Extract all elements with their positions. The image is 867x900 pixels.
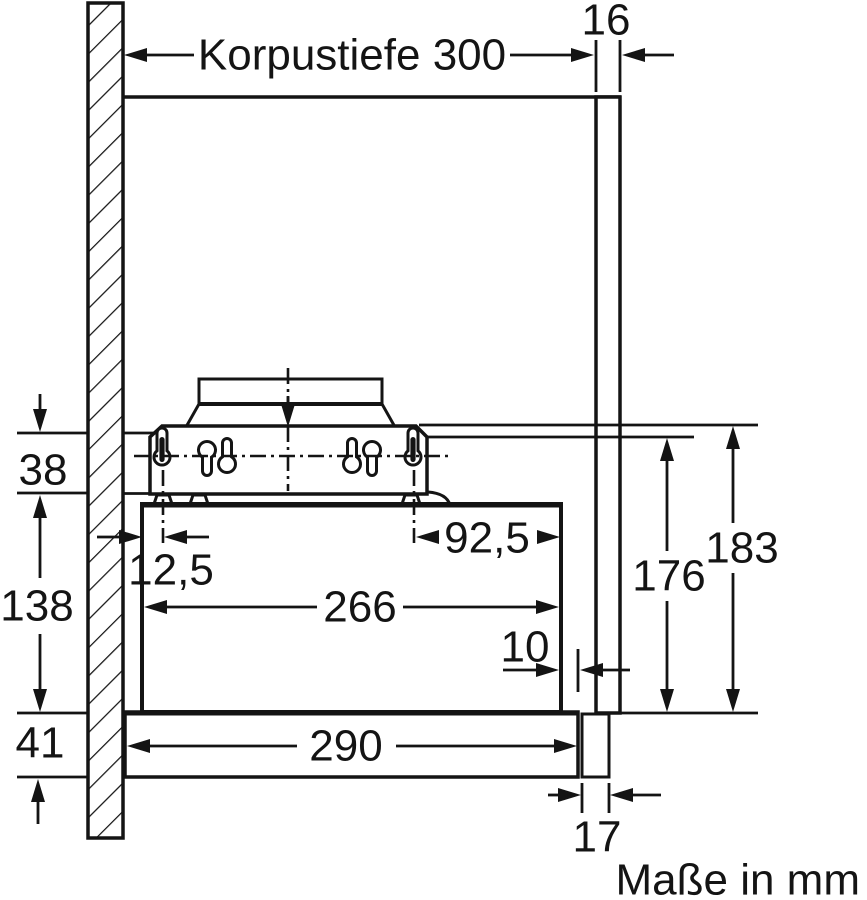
dim-cabinet-depth-value: Korpustiefe 300 xyxy=(198,31,506,80)
duct-collar xyxy=(184,377,397,428)
duct-direction-arrow xyxy=(281,396,295,427)
dim-handle-width: 17 xyxy=(548,788,661,862)
dim-left-inset: 12,5 xyxy=(97,530,214,595)
dim-body-width: 266 xyxy=(144,583,559,632)
handle-strip xyxy=(580,712,611,779)
dim-bottom-width-value: 290 xyxy=(309,722,382,771)
dim-front-gap-value: 10 xyxy=(501,623,550,672)
cabinet-side-panel xyxy=(594,95,622,715)
dim-total-height-value: 183 xyxy=(705,524,778,573)
wall-section xyxy=(86,1,125,840)
dim-hook-to-bottom: 176 xyxy=(632,438,706,712)
dim-bottom-strip-height-value: 41 xyxy=(16,719,65,768)
dim-right-inset: 92,5 xyxy=(416,514,560,563)
dim-panel-thickness-value: 16 xyxy=(582,0,631,45)
dim-total-height: 183 xyxy=(705,426,779,712)
dim-left-chain: 38 138 41 xyxy=(0,394,74,824)
dim-bottom-width: 290 xyxy=(127,722,577,771)
dim-front-gap: 10 xyxy=(501,623,630,677)
centerlines xyxy=(134,368,449,543)
dim-hook-offset-value: 38 xyxy=(19,446,68,495)
keyhole-slot xyxy=(197,439,217,477)
mounting-bracket xyxy=(148,424,452,506)
dim-panel-thickness: 16 xyxy=(582,0,674,62)
bracket-foot xyxy=(188,493,210,505)
dim-left-inset-value: 12,5 xyxy=(128,546,214,595)
dim-right-inset-value: 92,5 xyxy=(444,514,530,563)
keyhole-slot xyxy=(362,439,382,477)
keyhole-slot xyxy=(403,426,423,467)
units-note: Maße in mm xyxy=(616,856,860,900)
dim-handle-width-value: 17 xyxy=(573,813,622,862)
dim-body-side-height-value: 138 xyxy=(0,582,73,631)
bracket-foot xyxy=(400,493,422,505)
dim-body-width-value: 266 xyxy=(323,583,396,632)
dim-cabinet-depth: Korpustiefe 300 xyxy=(124,31,594,80)
extension-lines xyxy=(17,40,758,813)
dim-hook-to-bottom-value: 176 xyxy=(632,552,705,601)
